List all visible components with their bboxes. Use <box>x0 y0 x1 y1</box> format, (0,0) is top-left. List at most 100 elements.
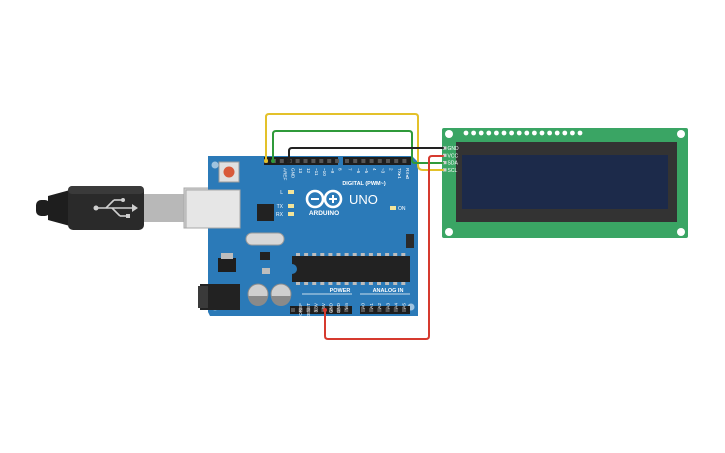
wire-sda[interactable] <box>272 130 444 164</box>
digital-pin-label: ~9 <box>330 168 335 174</box>
digital-pin[interactable] <box>295 159 300 163</box>
analog-pin[interactable] <box>377 308 382 312</box>
power-pin[interactable] <box>344 308 349 312</box>
digital-pin[interactable] <box>386 159 390 163</box>
lcd-pin[interactable] <box>443 168 447 172</box>
power-pin-label: GND <box>336 302 341 313</box>
wire-gnd[interactable] <box>288 147 444 162</box>
digital-header-left <box>264 157 338 165</box>
lcd-pin[interactable] <box>443 161 447 165</box>
wire-vcc[interactable] <box>324 155 444 340</box>
capacitor <box>270 283 292 306</box>
digital-pin-label: 4 <box>372 168 377 171</box>
wires <box>265 113 444 340</box>
lcd-pin-label: SCL <box>448 168 458 174</box>
digital-pin[interactable] <box>369 159 374 163</box>
usb-strain-relief <box>48 190 70 226</box>
power-header <box>290 306 352 314</box>
digital-pin-label: ~10 <box>322 168 327 176</box>
analog-pin[interactable] <box>361 308 365 312</box>
lcd-pin-label: SDA <box>448 161 459 167</box>
digital-pin-label: 2 <box>389 168 394 171</box>
digital-pin[interactable] <box>335 159 340 163</box>
power-pin[interactable] <box>306 308 311 312</box>
lcd-screen <box>462 155 668 209</box>
analog-pin[interactable] <box>369 308 374 312</box>
lcd-header-pin <box>539 130 545 136</box>
arduino-board[interactable]: L TX RX ON ARDUINO UNO DIGITAL (PWM~) AR… <box>185 156 418 319</box>
lcd-header-pin <box>562 130 568 136</box>
digital-pin-label: AREF <box>282 168 287 180</box>
led-on <box>390 206 396 210</box>
analog-pin[interactable] <box>402 308 406 312</box>
led-tx <box>288 204 294 208</box>
lcd-header-pin <box>547 130 552 136</box>
lcd-pin[interactable] <box>443 146 447 150</box>
digital-pin[interactable] <box>311 159 316 163</box>
digital-pin[interactable] <box>279 159 284 163</box>
lcd-header-pin <box>486 130 492 136</box>
wire-scl[interactable] <box>265 113 444 171</box>
lcd-header-pin <box>501 130 507 136</box>
led-tx-label: TX <box>277 204 284 210</box>
led-rx-label: RX <box>276 212 284 218</box>
led-l-label: L <box>280 190 283 196</box>
power-pin-label: Vin <box>344 303 349 310</box>
voltage-regulator <box>218 258 236 272</box>
power-pin-label: IOREF <box>298 303 303 317</box>
digital-pin[interactable] <box>394 159 399 163</box>
digital-pin[interactable] <box>327 159 332 163</box>
power-pin-label: 3.3V <box>313 302 318 312</box>
digital-pin-label: ~5 <box>364 168 369 174</box>
usb-plug-neck <box>144 194 184 222</box>
led-l <box>288 190 294 194</box>
lcd-pin[interactable] <box>443 153 447 157</box>
digital-pin[interactable] <box>353 159 358 163</box>
digital-pin-label: RX◂0 <box>405 168 410 180</box>
digital-header-label: DIGITAL (PWM~) <box>342 181 386 187</box>
crystal-oscillator <box>245 232 285 246</box>
lcd-header-pin <box>570 130 575 136</box>
power-pin-label: RESET <box>306 303 311 319</box>
power-pin[interactable] <box>298 308 303 312</box>
analog-pin[interactable] <box>393 308 398 312</box>
power-pin[interactable] <box>329 308 333 312</box>
usb-chip <box>257 204 274 221</box>
power-pin[interactable] <box>336 308 341 312</box>
lcd-header-pin <box>463 130 469 136</box>
analog-pin-label: A1 <box>369 303 375 309</box>
analog-pin-label: A0 <box>361 303 367 309</box>
digital-pin[interactable] <box>303 159 308 163</box>
digital-pin[interactable] <box>361 159 366 163</box>
power-pin[interactable] <box>313 308 318 312</box>
lcd-header-pin <box>532 130 537 136</box>
digital-pin-label: ~6 <box>356 168 361 174</box>
analog-header-label: ANALOG IN <box>373 288 404 294</box>
analog-pin[interactable] <box>385 308 390 312</box>
reset-button-cap <box>223 166 235 178</box>
usb-cable-end <box>36 200 50 216</box>
atmega328-chip <box>292 256 410 282</box>
lcd-header-pin <box>494 130 499 136</box>
digital-pin[interactable] <box>345 159 349 163</box>
digital-pin-label: 7 <box>348 168 353 171</box>
digital-pin[interactable] <box>402 159 407 163</box>
digital-pin[interactable] <box>377 159 382 163</box>
power-pin[interactable] <box>291 308 295 312</box>
analog-header <box>360 306 410 314</box>
digital-pin-label: 8 <box>338 168 343 171</box>
lcd-header-pin <box>478 130 484 136</box>
digital-pin[interactable] <box>319 159 324 163</box>
lcd-header-pin <box>516 130 522 136</box>
capacitor <box>247 283 269 306</box>
power-pin-label: 5V <box>321 302 326 309</box>
usb-b-jack <box>185 189 241 229</box>
model-label: UNO <box>349 192 378 207</box>
usb-trident-icon <box>93 198 138 218</box>
analog-pin-label: A2 <box>377 303 383 309</box>
digital-pin-label: 13 <box>298 168 303 174</box>
lcd-pin-label: GND <box>448 146 460 152</box>
digital-pin-label: 12 <box>306 168 311 174</box>
